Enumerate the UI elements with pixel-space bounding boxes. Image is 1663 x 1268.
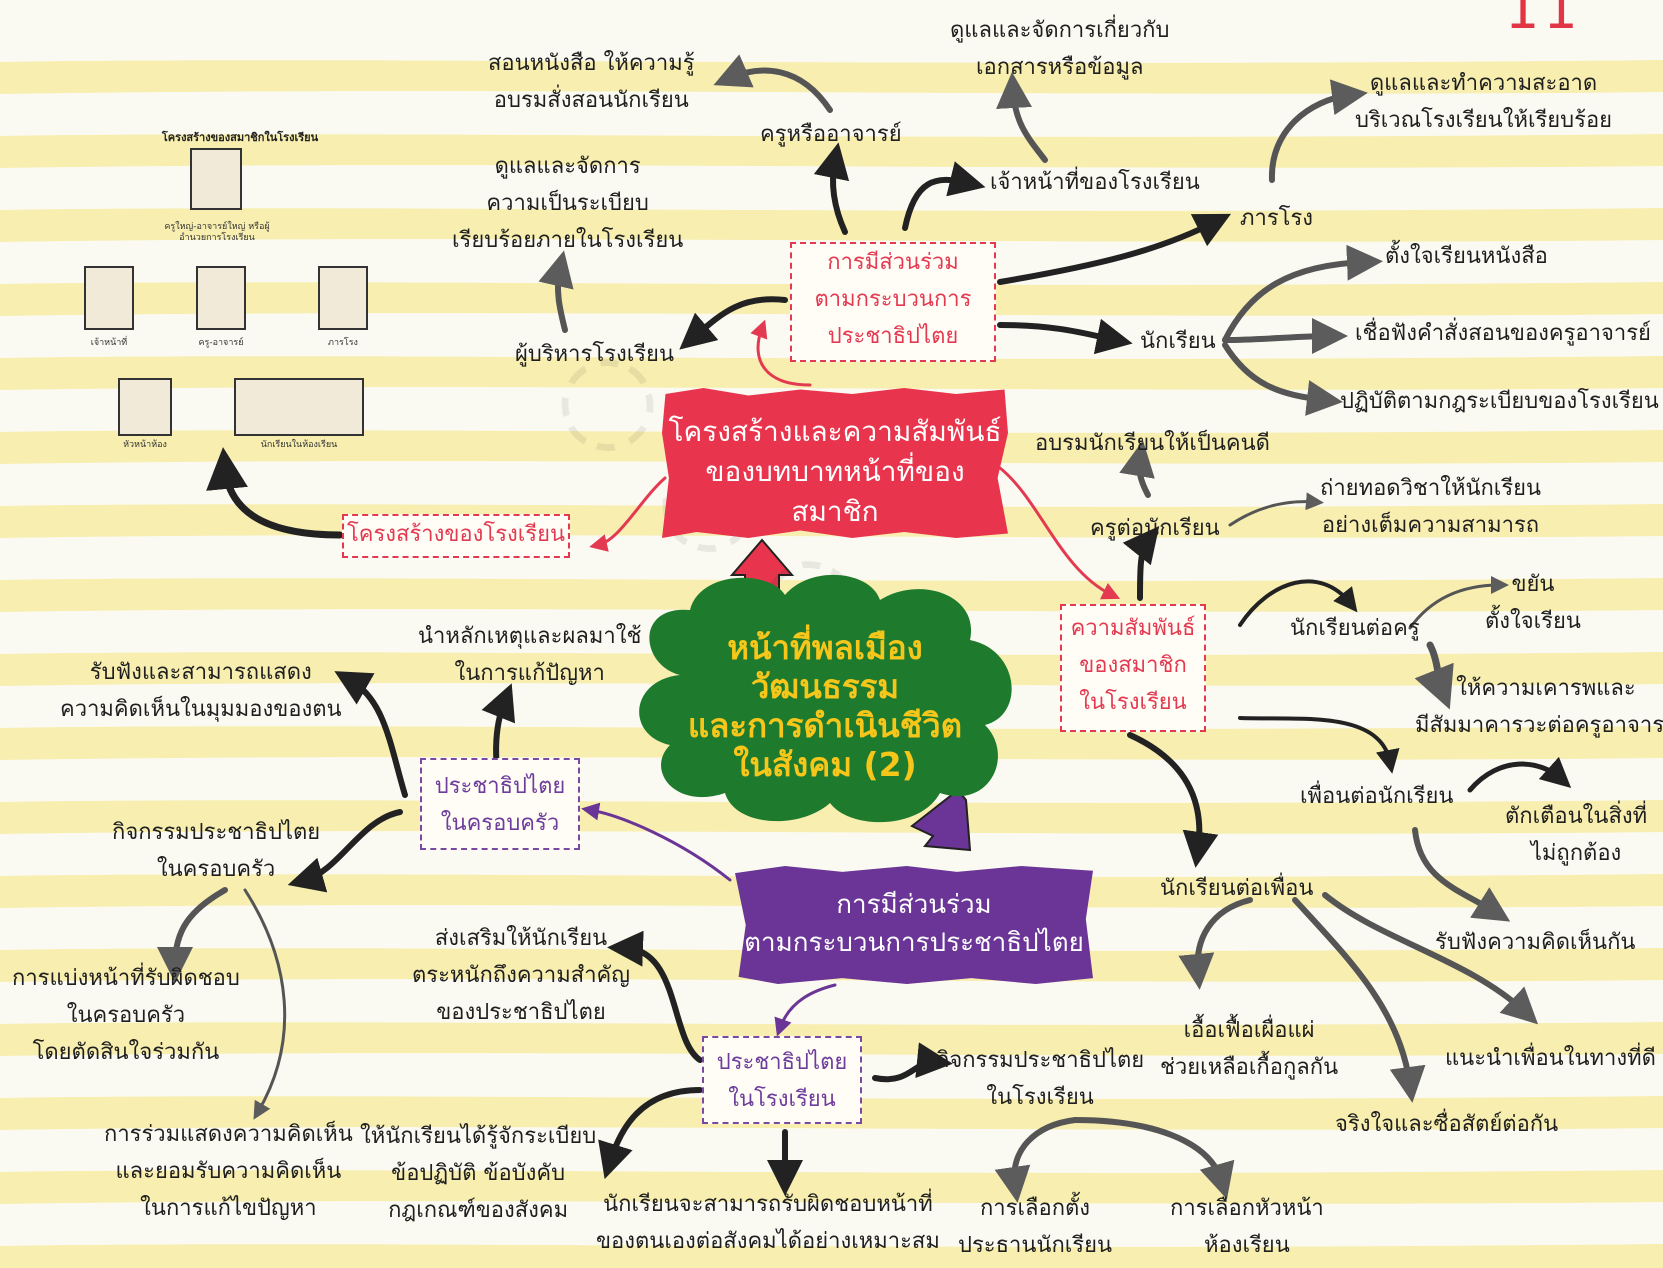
school-democracy-box: ประชาธิปไตยในโรงเรียน	[702, 1036, 862, 1124]
express-label: การร่วมแสดงความคิดเห็นและยอมรับความคิดเห…	[104, 1122, 353, 1221]
relationships-box: ความสัมพันธ์ของสมาชิกในโรงเรียน	[1060, 604, 1206, 732]
center-cloud	[639, 574, 1012, 823]
election-label: การเลือกตั้งประธานนักเรียน	[958, 1196, 1113, 1258]
rules-label: ปฏิบัติตามกฎระเบียบของโรงเรียน	[1340, 389, 1659, 414]
stripe	[0, 1244, 1663, 1268]
janitor-label: ภารโรง	[1240, 206, 1314, 231]
teacher-to-student-label: ครูต่อนักเรียน	[1090, 516, 1220, 541]
org-chart-title: โครงสร้างของสมาชิกในโรงเรียน	[161, 131, 319, 144]
teach-label: สอนหนังสือ ให้ความรู้อบรมสั่งสอนนักเรียน	[488, 51, 695, 113]
janitor-caption: ภารโรง	[328, 338, 358, 348]
transfer-label: ถ่ายทอดวิชาให้นักเรียนอย่างเต็มความสามาร…	[1320, 476, 1542, 538]
students-picture	[234, 378, 364, 436]
janitor-picture	[318, 266, 368, 330]
admin-label: ผู้บริหารโรงเรียน	[515, 342, 674, 367]
diligent-label: ขยันตั้งใจเรียน	[1485, 572, 1581, 634]
study-label: ตั้งใจเรียนหนังสือ	[1385, 244, 1548, 269]
reason-label: นำหลักเหตุและผลมาใช้ในการแก้ปัญหา	[418, 624, 642, 686]
advise-label: แนะนำเพื่อนในทางที่ดี	[1445, 1046, 1656, 1071]
obey-label: เชื่อฟังคำสั่งสอนของครูอาจารย์	[1355, 321, 1651, 346]
class-head-label: การเลือกหัวหน้าห้องเรียน	[1170, 1196, 1324, 1258]
principal-picture	[190, 148, 242, 210]
teacher-label: ครูหรืออาจารย์	[760, 122, 902, 147]
center-title: หน้าที่พลเมือง วัฒนธรรม และการดำเนินชีวิ…	[687, 628, 963, 784]
clean-label: ดูแลและทำความสะอาดบริเวณโรงเรียนให้เรียบ…	[1355, 71, 1613, 133]
school-structure-box: โครงสร้างของโรงเรียน	[342, 514, 570, 558]
promote-label: ส่งเสริมให้นักเรียนตระหนักถึงความสำคัญขอ…	[412, 926, 631, 1025]
participation-box: การมีส่วนร่วมตามกระบวนการประชาธิปไตย	[790, 242, 996, 362]
students-caption: นักเรียนในห้องเรียน	[260, 440, 338, 450]
opinion-label: รับฟังและสามารถแสดงความคิดเห็นในมุมมองขอ…	[60, 660, 342, 722]
class-head-caption: หัวหน้าห้อง	[123, 440, 167, 450]
student-to-friend-label: นักเรียนต่อเพื่อน	[1160, 876, 1314, 901]
student-to-teacher-label: นักเรียนต่อครู	[1290, 616, 1420, 641]
family-activity-label: กิจกรรมประชาธิปไตยในครอบครัว	[112, 820, 321, 882]
sincere-label: จริงใจและซื่อสัตย์ต่อกัน	[1335, 1112, 1559, 1137]
listen-label: รับฟังความคิดเห็นกัน	[1435, 930, 1636, 955]
stripe	[0, 800, 1663, 834]
good-person-label: อบรมนักเรียนให้เป็นคนดี	[1035, 431, 1270, 456]
duties-label: การแบ่งหน้าที่รับผิดชอบในครอบครัวโดยตัดส…	[12, 966, 240, 1065]
stripe	[0, 1170, 1663, 1204]
principal-caption: ครูใหญ่-อาจารย์ใหญ่ หรือผู้อำนวยการโรงเร…	[164, 222, 270, 243]
staff-picture	[84, 266, 134, 330]
staff-caption: เจ้าหน้าที่	[90, 338, 128, 348]
school-activity-label: กิจกรรมประชาธิปไตยในโรงเรียน	[936, 1048, 1145, 1110]
know-rules-label: ให้นักเรียนได้รู้จักระเบียบข้อปฏิบัติ ข้…	[360, 1124, 597, 1223]
teacher-caption: ครู-อาจารย์	[198, 338, 244, 348]
order-label: ดูแลและจัดการความเป็นระเบียบเรียบร้อยภาย…	[452, 154, 684, 253]
student-label: นักเรียน	[1140, 329, 1216, 354]
structure-banner: โครงสร้างและความสัมพันธ์ ของบทบาทหน้าที่…	[662, 388, 1008, 538]
participation-banner: การมีส่วนร่วม ตามกระบวนการประชาธิปไตย	[735, 866, 1093, 984]
family-democracy-box: ประชาธิปไตยในครอบครัว	[420, 758, 580, 850]
staff-label: เจ้าหน้าที่ของโรงเรียน	[990, 170, 1200, 195]
docs-label: ดูแลและจัดการเกี่ยวกับเอกสารหรือข้อมูล	[950, 18, 1170, 80]
friend-to-student-label: เพื่อนต่อนักเรียน	[1300, 784, 1454, 809]
warn-label: ตักเตือนในสิ่งที่ไม่ถูกต้อง	[1505, 804, 1648, 866]
generous-label: เอื้อเฟื้อเผื่อแผ่ช่วยเหลือเกื้อกูลกัน	[1160, 1018, 1339, 1080]
class-head-picture	[118, 378, 172, 436]
teacher-picture	[196, 266, 246, 330]
responsible-label: นักเรียนจะสามารถรับผิดชอบหน้าที่ของตนเอง…	[596, 1192, 940, 1254]
page-number: 11	[1505, 0, 1582, 41]
respect-label: ให้ความเคารพและมีสัมมาคารวะต่อครูอาจารย์	[1415, 676, 1663, 738]
